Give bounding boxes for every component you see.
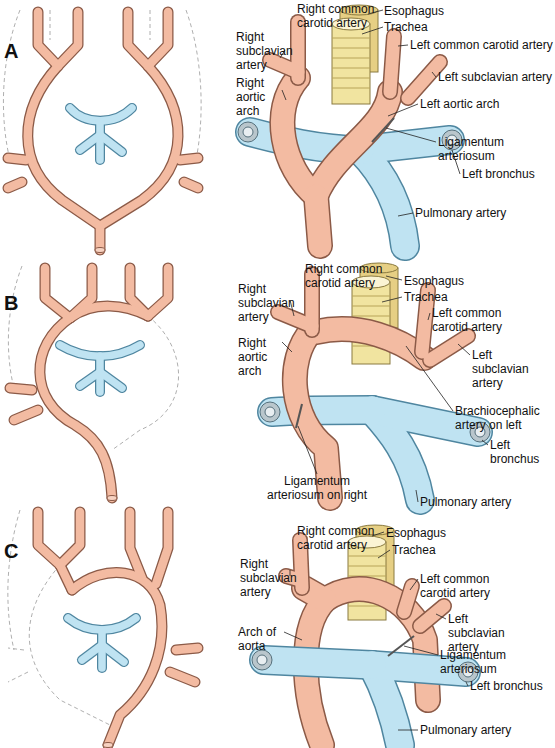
vessel-end (107, 496, 117, 501)
anatomy-label: Ligamentum arteriosum on right (262, 474, 372, 502)
anatomy-label: Right common carotid artery (305, 262, 390, 290)
ligamentum (372, 118, 394, 142)
aortic-arch (295, 329, 424, 498)
dashed-outline (50, 10, 150, 40)
anatomy-label: Right aortic arch (238, 336, 283, 378)
anatomy-label: Left subclavian artery (472, 348, 534, 390)
aortic-arch (282, 78, 390, 246)
pulmonary-schematic (60, 345, 140, 392)
pulmonary-schematic (68, 618, 136, 668)
anatomy-label: Ligamentum arteriosum (440, 648, 555, 676)
anatomy-label: Left subclavian artery (448, 612, 518, 654)
panel-letter: A (4, 40, 28, 62)
aortic-arch (295, 329, 424, 498)
arch-schematic (38, 512, 198, 745)
bronchus (257, 655, 267, 665)
panel-letter: B (4, 292, 28, 314)
anatomy-label: Arch of aorta (238, 625, 288, 653)
illustration-c (252, 525, 478, 745)
vessel-end (103, 743, 113, 748)
dashed-outline (8, 510, 20, 650)
bronchus (260, 402, 280, 422)
anatomy-label: Left common carotid artery (410, 38, 555, 52)
pulmonary-schematic (68, 618, 136, 668)
schematic-b (8, 266, 178, 501)
anatomy-label: Left common carotid artery (420, 572, 515, 600)
arch-schematic (10, 268, 168, 498)
bronchus (243, 127, 253, 137)
anatomy-label: Left bronchus (462, 167, 552, 181)
anatomy-label: Brachiocephalic artery on left (455, 404, 553, 432)
anatomy-label: Right subclavian artery (236, 30, 296, 72)
aortic-arch (282, 78, 390, 246)
anatomy-label: Pulmonary artery (415, 206, 535, 220)
anatomy-label: Left common carotid artery (432, 306, 527, 334)
anatomy-label: Pulmonary artery (420, 495, 540, 509)
anatomy-label: Left bronchus (490, 438, 552, 466)
dashed-outline (8, 266, 22, 395)
trachea-rings (332, 38, 370, 88)
vessel-end (95, 248, 105, 253)
arch-schematic (8, 12, 198, 250)
pulmonary-schematic (70, 108, 132, 160)
anatomy-label: Ligamentum arteriosum (438, 135, 555, 163)
arch-schematic (8, 12, 198, 250)
anatomy-label: Left bronchus (470, 679, 555, 693)
pulmonary-schematic (70, 108, 132, 160)
anatomy-label: Right common carotid artery (297, 524, 382, 552)
dashed-outline (186, 10, 201, 160)
bronchus (252, 650, 272, 670)
ligamentum (388, 636, 414, 656)
arch-schematic (10, 268, 168, 498)
anatomy-label: Trachea (392, 543, 462, 557)
anatomy-label: Right aortic arch (236, 76, 281, 118)
panel-letter: C (4, 540, 28, 562)
arch-schematic (38, 512, 198, 745)
anatomy-label: Right subclavian artery (240, 557, 300, 599)
dashed-outline (3, 10, 20, 160)
anatomy-label: Left aortic arch (420, 97, 550, 111)
anatomy-label: Esophagus (384, 4, 464, 18)
anatomy-label: Esophagus (404, 274, 484, 288)
anatomy-label: Pulmonary artery (420, 723, 540, 737)
bronchus (238, 122, 258, 142)
dashed-outline (8, 648, 28, 682)
schematic-a (3, 10, 201, 253)
bronchus (265, 407, 275, 417)
anatomy-label: Trachea (384, 20, 464, 34)
anatomy-label: Left subclavian artery (438, 70, 553, 84)
anatomy-label: Esophagus (386, 526, 466, 540)
anatomy-label: Right subclavian artery (238, 282, 298, 324)
schematic-c (8, 510, 198, 748)
anatomy-label: Trachea (404, 290, 484, 304)
ligamentum (296, 404, 302, 428)
pulmonary-schematic (60, 345, 140, 392)
anatomy-label: Right common carotid artery (297, 2, 382, 30)
trachea (332, 24, 370, 104)
